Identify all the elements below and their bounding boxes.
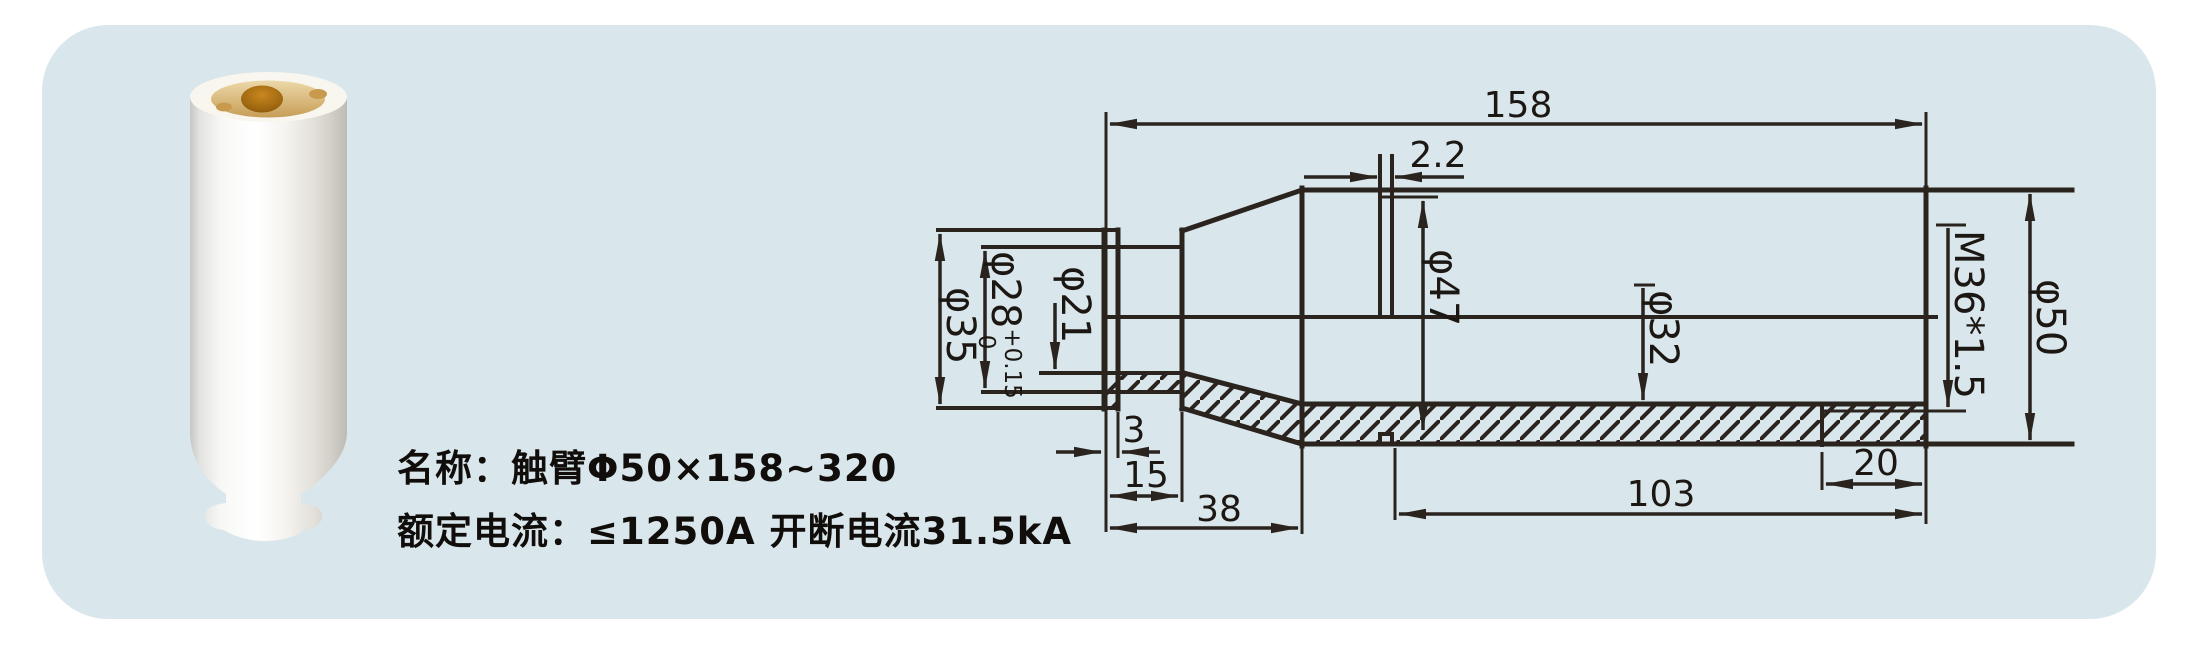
dim-tip-bore-dia: φ21 [1052,266,1098,343]
dim-neck-dia: φ28+0.150 [973,251,1028,399]
dim-neck-length: 15 [1123,455,1169,496]
product-rating-line: 额定电流：≤1250A 开断电流31.5kA [397,510,1073,553]
dimension-lines [934,118,2036,534]
photo-bore-hole [241,85,283,113]
dim-total-length: 158 [1484,85,1553,126]
product-photo [190,72,347,541]
dim-groove-width: 2.2 [1409,135,1466,176]
dimension-labels: 158 2.2 3 15 38 103 20 φ35 φ28+0.150 φ21… [937,85,2073,530]
dim-thread-depth: 20 [1853,443,1899,484]
hatch-cone [1184,374,1302,443]
outline-cone-bottom-slant [1178,404,1306,448]
dim-taper-length: 38 [1196,489,1242,530]
photo-side-hole-left [216,102,232,112]
extension-lines [1104,112,1966,534]
dim-outer-dia: φ50 [2027,279,2073,356]
dim-groove-dia: φ47 [1420,249,1466,326]
outline-bore-slant [1180,369,1306,408]
caption-block: 名称：触臂Φ50×158~320 额定电流：≤1250A 开断电流31.5kA [397,450,1072,550]
dim-thread-spec: M36*1.5 [1945,230,1991,399]
part-outline [936,154,2075,449]
dim-bore-dia: φ32 [1640,290,1686,367]
hatch-body [1302,404,1926,443]
outline-groove-notch [1378,432,1394,446]
product-name-line: 名称：触臂Φ50×158~320 [397,447,898,490]
dim-bore-length: 103 [1627,474,1696,515]
outline-cone-top-slant [1178,186,1306,235]
photo-body [190,97,347,541]
dim-flange-dia: φ35 [937,287,983,364]
dim-flange-width: 3 [1123,410,1146,451]
photo-side-hole-right [309,89,327,99]
section-drawing: 158 2.2 3 15 38 103 20 φ35 φ28+0.150 φ21… [934,85,2075,534]
